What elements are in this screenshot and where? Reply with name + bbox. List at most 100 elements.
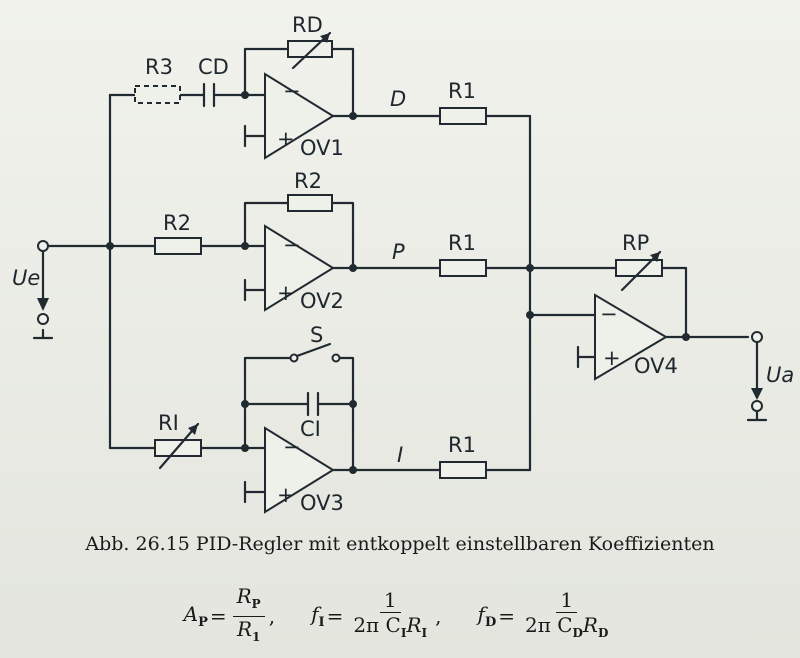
opamp-ov3 [264, 426, 335, 514]
output-ground [746, 410, 768, 422]
resistor-r3 [134, 85, 181, 104]
resistor-r1-i [439, 461, 487, 479]
opamp-ov1 [264, 72, 335, 160]
label-minus-ov1: − [283, 79, 301, 103]
formula-ap-lhs: A [183, 602, 199, 626]
capacitor-cd [202, 82, 216, 108]
formula-fi-num: 1 [379, 588, 401, 613]
label-plus-ov2: + [277, 281, 295, 305]
label-plus-ov1: + [277, 127, 295, 151]
formula-ap-num: R [236, 583, 252, 608]
formula-fd-den-sub2: D [597, 625, 609, 640]
capacitor-ci [306, 391, 320, 417]
input-ground-terminal [37, 313, 49, 325]
label-ov1: OV1 [300, 136, 344, 160]
label-signal-d: D [390, 87, 406, 111]
formula-ap-sep: , [268, 604, 276, 628]
label-r2-feedback: R2 [294, 169, 322, 193]
formula-ap-den-sub: 1 [252, 629, 261, 644]
label-rp: RP [622, 231, 649, 255]
formula-fi-den: 2π C [353, 612, 401, 637]
input-ground [32, 328, 54, 340]
rp-feedback-wire [528, 266, 688, 339]
figure-caption: Abb. 26.15 PID-Regler mit entkoppelt ein… [85, 533, 715, 555]
output-ground-terminal [751, 400, 763, 412]
opamp-ov2 [264, 224, 335, 312]
formula-ap-den: R [236, 616, 252, 641]
label-r1-d: R1 [448, 79, 476, 103]
label-signal-i: I [397, 443, 403, 467]
resistor-rd [287, 40, 333, 58]
formula-fi-eq: = [326, 604, 344, 628]
label-ov2: OV2 [300, 289, 344, 313]
formula-fd-den-mid: R [582, 612, 598, 637]
rp-arrowhead [650, 252, 660, 262]
formula-fi-lhs-sub: I [318, 615, 325, 630]
ua-arrowhead [751, 388, 763, 400]
label-ov3: OV3 [300, 491, 344, 515]
formula-fi: fI = 1 2π CIRI , [311, 588, 441, 645]
formula-ap-fraction: RP R1 [232, 583, 265, 649]
formula-fd-den: 2π C [524, 612, 573, 637]
formula-row: AP = RP R1 , fI = 1 2π CIRI , fD = 1 2π … [0, 576, 800, 656]
formula-fi-fraction: 1 2π CIRI [349, 588, 431, 645]
label-cd: CD [198, 55, 229, 79]
formula-fi-den-sub2: I [421, 625, 428, 640]
ov1-ground [243, 124, 267, 148]
resistor-r2-feedback [287, 194, 333, 212]
label-r3: R3 [145, 55, 173, 79]
label-plus-ov3: + [277, 483, 295, 507]
ue-arrowhead [37, 298, 49, 311]
formula-fi-den-sub1: I [400, 625, 407, 640]
label-r1-p: R1 [448, 231, 476, 255]
formula-fi-sep: , [435, 604, 442, 628]
ov3-ground [243, 480, 267, 504]
label-signal-p: P [392, 240, 405, 264]
rd-arrowhead [320, 33, 330, 43]
label-plus-ov4: + [603, 346, 621, 370]
formula-fd: fD = 1 2π CDRD [478, 588, 617, 645]
resistor-r1-d [439, 107, 487, 125]
label-ua: Ua [766, 363, 794, 387]
label-r1-i: R1 [448, 433, 476, 457]
formula-fd-lhs-sub: D [484, 615, 497, 630]
resistor-rp [615, 259, 663, 277]
formula-fd-fraction: 1 2π CDRD [521, 588, 612, 645]
opamp-ov4 [594, 293, 668, 381]
label-minus-ov2: − [283, 233, 301, 257]
formula-fi-lhs: f [311, 602, 319, 626]
label-rd: RD [292, 13, 323, 37]
formula-ap: AP = RP R1 , [184, 584, 275, 649]
switch-s [289, 342, 341, 363]
label-r2-input: R2 [163, 211, 191, 235]
i-switch-wire [243, 356, 355, 472]
output-terminal [751, 331, 763, 343]
formula-ap-lhs-sub: P [198, 615, 208, 630]
resistor-r2-input [154, 237, 202, 255]
formula-ap-num-sub: P [251, 596, 261, 611]
ov4-ground [576, 345, 597, 369]
ov2-ground [243, 278, 267, 302]
label-ri: RI [158, 411, 179, 435]
label-ov4: OV4 [634, 354, 678, 378]
label-minus-ov3: − [283, 435, 301, 459]
label-ci: CI [300, 417, 321, 441]
junctions [106, 91, 690, 474]
p-feedback-wire [243, 201, 355, 270]
formula-fd-lhs: f [477, 602, 485, 626]
formula-fi-den-mid: R [406, 612, 422, 637]
ri-arrowhead [188, 424, 198, 435]
label-minus-ov4: − [600, 302, 618, 326]
d-feedback-wire [243, 47, 355, 118]
input-terminal [37, 240, 49, 252]
formula-fd-num: 1 [556, 588, 578, 613]
formula-ap-eq: = [209, 604, 227, 628]
formula-fd-eq: = [498, 604, 515, 628]
circuit-diagram: R3 CD RD D R1 − + OV1 R2 R2 P R1 − + OV2… [12, 13, 794, 515]
formula-fd-den-sub1: D [572, 625, 583, 640]
resistor-r1-p [439, 259, 487, 277]
label-ue: Ue [12, 266, 40, 290]
wires [32, 47, 768, 504]
label-switch-s: S [310, 323, 323, 347]
